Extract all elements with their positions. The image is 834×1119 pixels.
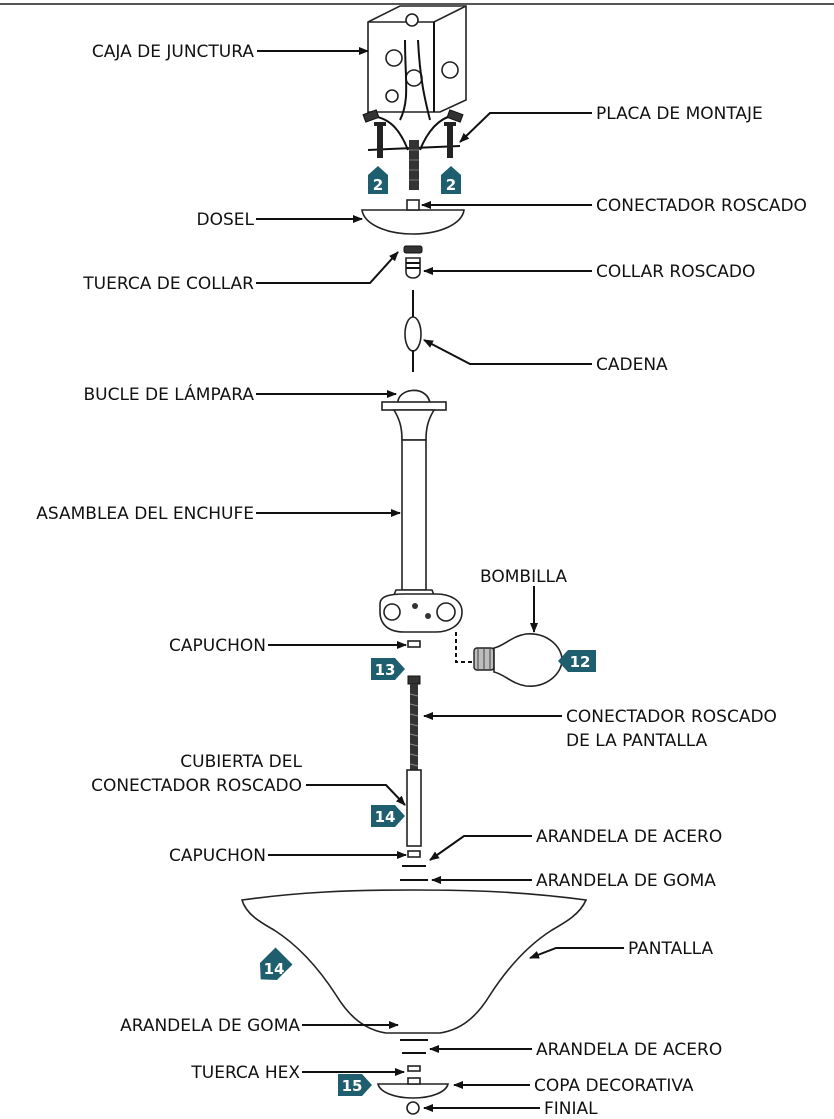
label-arandela-acero-2: ARANDELA DE ACERO [536, 1040, 722, 1060]
step-badge-15: 15 [338, 1074, 372, 1096]
label-copa: COPA DECORATIVA [534, 1076, 694, 1096]
label-conector-pantalla-1: CONECTADOR ROSCADO [566, 707, 777, 727]
mounting-plate-drawing [362, 109, 464, 190]
cap-2-drawing [407, 850, 421, 858]
step-badge-2a: 2 [368, 166, 388, 194]
leader-arandela-acero-1 [429, 835, 532, 861]
shade-drawing [240, 889, 588, 1034]
leader-cubierta [306, 784, 406, 806]
hex-nut-drawing [407, 1065, 421, 1072]
svg-text:12: 12 [570, 653, 591, 671]
decorative-cup-drawing [376, 1077, 450, 1099]
label-cubierta-1: CUBIERTA DEL [180, 752, 302, 772]
label-cadena: CADENA [596, 355, 668, 375]
label-placa: PLACA DE MONTAJE [596, 104, 763, 124]
bulb-drawing [455, 632, 563, 687]
label-asamblea: ASAMBLEA DEL ENCHUFE [36, 504, 254, 524]
socket-assembly-drawing [379, 389, 463, 633]
label-capuchon-2: CAPUCHON [169, 846, 266, 866]
leader-tuerca-collar [256, 251, 399, 284]
step-badge-13: 13 [371, 658, 405, 680]
step-badge-2b: 2 [441, 166, 461, 194]
svg-text:2: 2 [446, 176, 456, 194]
label-arandela-acero-1: ARANDELA DE ACERO [536, 827, 722, 847]
svg-text:14: 14 [375, 808, 396, 826]
junction-box-drawing [367, 5, 467, 121]
label-tuerca-collar: TUERCA DE COLLAR [82, 274, 254, 294]
svg-text:15: 15 [342, 1077, 363, 1095]
step-badge-12: 12 [558, 650, 596, 672]
step-badge-14a: 14 [371, 805, 405, 827]
label-dosel: DOSEL [197, 210, 255, 230]
label-arandela-goma-2: ARANDELA DE GOMA [120, 1016, 300, 1036]
shade-rod-drawing [407, 675, 421, 780]
label-bombilla: BOMBILLA [480, 567, 567, 587]
label-bucle: BUCLE DE LÁMPARA [83, 383, 254, 405]
svg-text:2: 2 [373, 176, 383, 194]
label-tuerca-hex: TUERCA HEX [190, 1063, 300, 1083]
leader-lines [256, 47, 624, 1112]
leader-placa [459, 112, 592, 143]
rod-cover-drawing [406, 769, 422, 847]
leader-pantalla [529, 947, 624, 959]
label-cubierta-2: CONECTADOR ROSCADO [91, 776, 302, 796]
label-capuchon-1: CAPUCHON [169, 636, 266, 656]
svg-text:14: 14 [264, 960, 285, 978]
label-arandela-goma-1: ARANDELA DE GOMA [536, 871, 716, 891]
canopy-drawing [361, 199, 465, 235]
step-badges: 2 2 12 13 14 14 15 [259, 166, 596, 1096]
part-labels: CAJA DE JUNCTURA PLACA DE MONTAJE CONECT… [36, 42, 807, 1119]
label-collar-roscado: COLLAR ROSCADO [596, 262, 755, 282]
svg-text:13: 13 [375, 661, 396, 679]
label-finial: FINIAL [544, 1099, 598, 1119]
label-pantalla: PANTALLA [628, 939, 714, 959]
cap-drawing [407, 640, 421, 648]
label-caja: CAJA DE JUNCTURA [92, 42, 254, 62]
label-conector-pantalla-2: DE LA PANTALLA [566, 731, 708, 751]
step-badge-14b: 14 [259, 947, 293, 981]
leader-cadena [423, 339, 592, 365]
label-conector: CONECTADOR ROSCADO [596, 196, 807, 216]
threaded-collar-drawing [403, 245, 423, 279]
chain-drawing [404, 290, 422, 372]
finial-drawing [406, 1101, 420, 1115]
